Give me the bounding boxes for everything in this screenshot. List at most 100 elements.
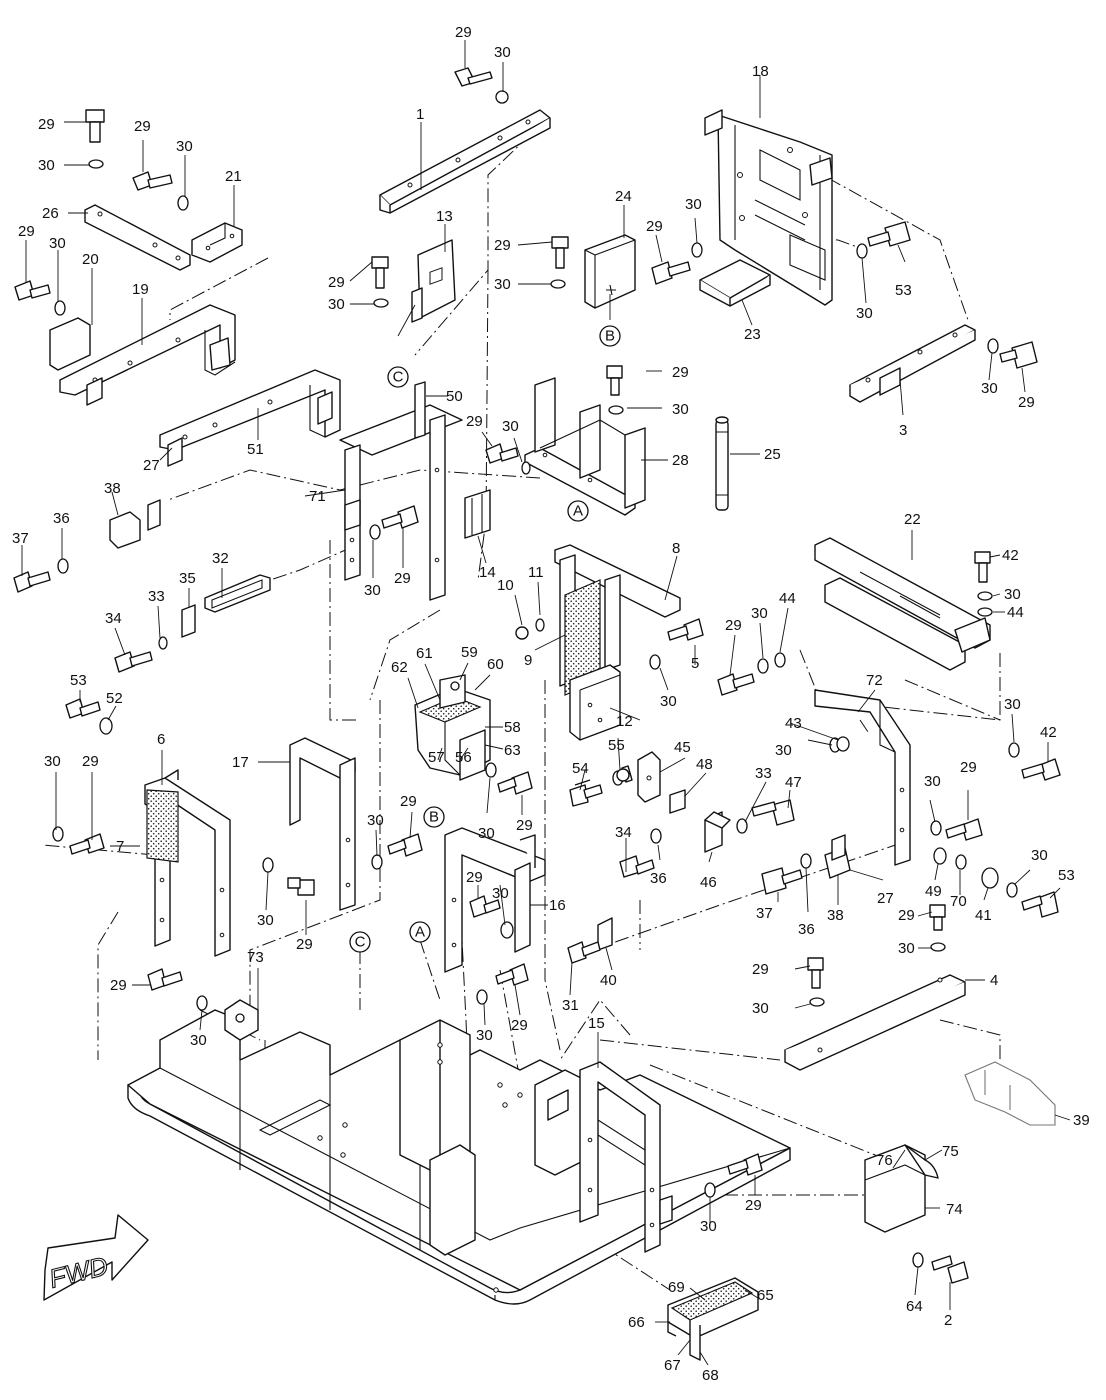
callout: 52 bbox=[106, 690, 123, 707]
callout: 19 bbox=[132, 281, 149, 298]
callout: 25 bbox=[764, 446, 781, 463]
callout: 29 bbox=[466, 869, 483, 886]
leader-lines bbox=[21, 40, 1071, 1366]
callout: 30 bbox=[502, 418, 519, 435]
callout: 16 bbox=[549, 897, 566, 914]
callout: 4 bbox=[990, 972, 998, 989]
part-17-frame bbox=[289, 737, 356, 911]
callout: 12 bbox=[616, 713, 633, 730]
part-56-63-assembly bbox=[414, 674, 491, 781]
callout: 44 bbox=[1007, 604, 1024, 621]
part-25-rod bbox=[715, 416, 729, 511]
callout: 2 bbox=[944, 1312, 952, 1329]
callout: 29 bbox=[38, 116, 55, 133]
part-12-block bbox=[569, 664, 621, 741]
callout: 30 bbox=[492, 885, 509, 902]
callout: 41 bbox=[975, 907, 992, 924]
callout: 69 bbox=[668, 1279, 685, 1296]
callout: 30 bbox=[924, 773, 941, 790]
callout: 50 bbox=[446, 388, 463, 405]
callout: 30 bbox=[898, 940, 915, 957]
part-72-bracket bbox=[814, 689, 911, 866]
view-marker-label: A bbox=[573, 503, 583, 520]
part-18-plate bbox=[704, 109, 833, 306]
callout: 30 bbox=[38, 157, 55, 174]
callout: 55 bbox=[608, 737, 625, 754]
callout: 6 bbox=[157, 731, 165, 748]
callout: 29 bbox=[752, 961, 769, 978]
callout: 29 bbox=[455, 24, 472, 41]
callout: 37 bbox=[756, 905, 773, 922]
fasteners bbox=[13, 67, 1061, 1284]
callout: 15 bbox=[588, 1015, 605, 1032]
callout: 29 bbox=[511, 1017, 528, 1034]
callout: 47 bbox=[785, 774, 802, 791]
callout: 67 bbox=[664, 1357, 681, 1374]
callout: 10 bbox=[497, 577, 514, 594]
callout: 33 bbox=[148, 588, 165, 605]
callout: 54 bbox=[572, 760, 589, 777]
callout: 27 bbox=[143, 457, 160, 474]
fwd-arrow: FWD bbox=[43, 1214, 149, 1301]
callout: 44 bbox=[779, 590, 796, 607]
part-40-clip bbox=[597, 917, 613, 951]
part-48-clip bbox=[669, 789, 686, 814]
part-3-rail bbox=[849, 324, 976, 403]
callout: 58 bbox=[504, 719, 521, 736]
part-28-frame bbox=[524, 377, 646, 516]
callout: 30 bbox=[775, 742, 792, 759]
callout: 30 bbox=[176, 138, 193, 155]
view-marker-a-upper: A bbox=[567, 500, 589, 522]
callout: 57 bbox=[428, 749, 445, 766]
callout: 9 bbox=[524, 652, 532, 669]
part-27-plate-top bbox=[147, 499, 161, 531]
part-20-gusset bbox=[49, 317, 91, 371]
callout: 49 bbox=[925, 883, 942, 900]
view-marker-label: C bbox=[393, 369, 404, 386]
callout: 1 bbox=[416, 106, 424, 123]
callout: 29 bbox=[646, 218, 663, 235]
callout: 63 bbox=[504, 742, 521, 759]
callout: 24 bbox=[615, 188, 632, 205]
part-73-bracket bbox=[224, 999, 259, 1041]
callout: 3 bbox=[899, 422, 907, 439]
part-26-plate bbox=[84, 204, 191, 271]
callouts: 29 30 1 18 29 30 29 30 21 26 29 30 20 19… bbox=[12, 24, 1090, 1384]
callout: 7 bbox=[116, 838, 124, 855]
part-22-rail bbox=[814, 537, 991, 671]
callout: 75 bbox=[942, 1143, 959, 1160]
callout: 66 bbox=[628, 1314, 645, 1331]
callout: 29 bbox=[1018, 394, 1035, 411]
part-14-clip bbox=[464, 489, 491, 539]
callout: 30 bbox=[1031, 847, 1048, 864]
callout: 29 bbox=[960, 759, 977, 776]
callout: 36 bbox=[53, 510, 70, 527]
callout: 21 bbox=[225, 168, 242, 185]
callout: 29 bbox=[82, 753, 99, 770]
callout: 46 bbox=[700, 874, 717, 891]
callout: 36 bbox=[798, 921, 815, 938]
callout: 64 bbox=[906, 1298, 923, 1315]
callout: 11 bbox=[528, 564, 544, 581]
callout: 30 bbox=[1004, 586, 1021, 603]
callout: 23 bbox=[744, 326, 761, 343]
callout: 30 bbox=[752, 1000, 769, 1017]
callout: 39 bbox=[1073, 1112, 1090, 1129]
callout: 29 bbox=[725, 617, 742, 634]
callout: 29 bbox=[494, 237, 511, 254]
view-marker-b-lower: B bbox=[423, 806, 445, 828]
callout: 30 bbox=[700, 1218, 717, 1235]
callout: 60 bbox=[487, 656, 504, 673]
part-24-block bbox=[584, 234, 636, 309]
part-35-clip bbox=[181, 604, 196, 638]
callout: 61 bbox=[416, 645, 433, 662]
callout: 71 bbox=[309, 488, 326, 505]
callout: 29 bbox=[18, 223, 35, 240]
part-74-cover bbox=[864, 1144, 926, 1233]
part-4-rail bbox=[784, 974, 966, 1071]
callout: 53 bbox=[1058, 867, 1075, 884]
callout: 30 bbox=[856, 305, 873, 322]
callout: 27 bbox=[877, 890, 894, 907]
part-46-bracket bbox=[704, 811, 731, 853]
